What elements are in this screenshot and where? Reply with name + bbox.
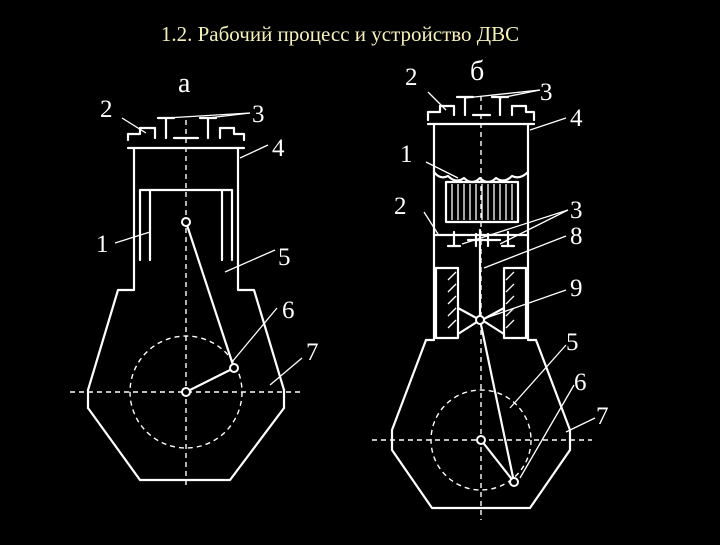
crank-arm-b <box>479 438 516 484</box>
callout-a-6: 6 <box>282 297 295 324</box>
crankcase-b <box>390 338 572 510</box>
crank-pin-b <box>509 477 519 487</box>
crank-circle-a <box>129 335 243 449</box>
diagram-b: б <box>372 56 609 520</box>
piston-a <box>138 188 234 262</box>
slide-title: 1.2. Рабочий процесс и устройство ДВС <box>160 22 520 46</box>
callout-a-7: 7 <box>306 339 319 366</box>
callout-a-3: 3 <box>252 101 265 128</box>
callout-b-4: 4 <box>570 105 583 132</box>
crosshead-pin-b <box>475 315 485 325</box>
callout-b-3-lower: 3 <box>570 197 583 224</box>
callout-a-4: 4 <box>272 135 285 162</box>
callout-b-7: 7 <box>596 403 609 430</box>
callout-b-3-top: 3 <box>540 79 553 106</box>
upper-cylinder-b <box>432 122 530 237</box>
piston-pin-a <box>181 217 191 227</box>
callout-b-2-top: 2 <box>405 64 418 91</box>
crank-pin-a <box>229 363 239 373</box>
piston-b <box>444 180 520 224</box>
callout-a-5: 5 <box>278 244 291 271</box>
callout-b-6: 6 <box>574 369 587 396</box>
engine-body-a <box>86 146 286 482</box>
connecting-rod-b <box>478 318 516 484</box>
callout-b-9: 9 <box>570 275 583 302</box>
crankshaft-a <box>181 387 191 397</box>
cylinder-head-b <box>426 95 536 126</box>
leaders-b <box>423 89 596 479</box>
crankshaft-b <box>476 435 486 445</box>
diagram-a: а <box>70 68 319 485</box>
callout-b-5: 5 <box>566 329 579 356</box>
diagram-a-label: а <box>178 68 191 99</box>
callout-b-8: 8 <box>570 223 583 250</box>
leaders-a <box>114 112 303 386</box>
callout-a-2: 2 <box>100 96 113 123</box>
crank-arm-a <box>184 366 236 394</box>
callout-b-2-lower: 2 <box>394 193 407 220</box>
crank-circle-b <box>430 389 532 491</box>
diagram-b-label: б <box>470 56 484 87</box>
connecting-rod-a <box>184 220 236 370</box>
callout-a-1: 1 <box>96 231 109 258</box>
callout-b-1: 1 <box>400 141 413 168</box>
